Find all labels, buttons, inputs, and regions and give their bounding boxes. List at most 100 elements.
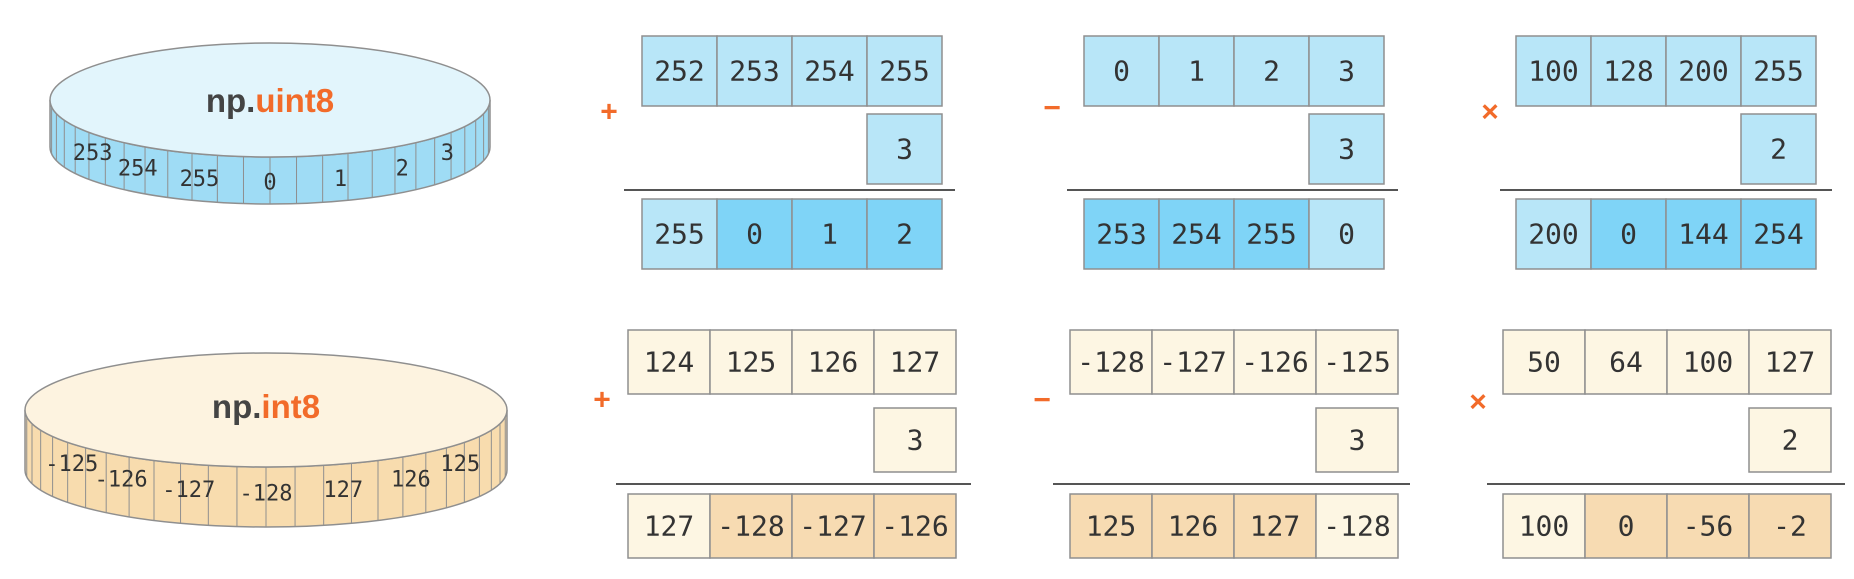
disk-label: -128 [240, 482, 293, 507]
result-cell [1515, 198, 1592, 270]
result-value: 255 [1246, 218, 1297, 251]
input-cell [1666, 329, 1750, 395]
input-value: 0 [1113, 55, 1130, 88]
disk-label: 125 [440, 452, 480, 477]
operand-cell [1308, 113, 1385, 185]
input-value: 200 [1678, 55, 1729, 88]
input-cell [1315, 329, 1399, 395]
result-cell-overflow [1665, 198, 1742, 270]
input-cell [1308, 35, 1385, 107]
input-cell [1748, 329, 1832, 395]
result-cell [1308, 198, 1385, 270]
result-cell-overflow [1590, 198, 1667, 270]
result-cell-overflow [1740, 198, 1817, 270]
input-value: -128 [1077, 346, 1144, 379]
input-value: 252 [654, 55, 705, 88]
input-value: 253 [729, 55, 780, 88]
result-value: -126 [881, 510, 948, 543]
operator-sign: + [593, 384, 611, 417]
result-cell-overflow [791, 198, 868, 270]
result-cell [627, 493, 711, 559]
input-value: 254 [804, 55, 855, 88]
result-cell-overflow [1233, 198, 1310, 270]
input-cell [791, 35, 868, 107]
input-value: 64 [1609, 346, 1643, 379]
result-value: 126 [1168, 510, 1219, 543]
operand-cell [1315, 407, 1399, 473]
operand-cell [1748, 407, 1832, 473]
input-cell [1590, 35, 1667, 107]
result-cell-overflow [1233, 493, 1317, 559]
result-value: 254 [1171, 218, 1222, 251]
operand-value: 3 [1338, 133, 1355, 166]
input-value: 1 [1188, 55, 1205, 88]
input-cell [1740, 35, 1817, 107]
input-value: -126 [1241, 346, 1308, 379]
input-value: 128 [1603, 55, 1654, 88]
result-value: 1 [821, 218, 838, 251]
operand-cell [1740, 113, 1817, 185]
disk-title: np.uint8 [206, 82, 334, 119]
input-value: 126 [808, 346, 859, 379]
input-value: 127 [1765, 346, 1816, 379]
disk-title-dtype: uint8 [255, 82, 334, 119]
disk-label: 3 [441, 141, 454, 166]
result-value: -2 [1773, 510, 1807, 543]
operator-sign: × [1481, 96, 1499, 129]
result-value: 0 [746, 218, 763, 251]
disk-label: 254 [118, 156, 158, 181]
input-cell [1665, 35, 1742, 107]
result-cell-overflow [866, 198, 943, 270]
result-cell-overflow [791, 493, 875, 559]
input-cell [866, 35, 943, 107]
disk-label: 1 [334, 167, 347, 192]
disk-label: 0 [263, 170, 276, 195]
result-cell-overflow [1748, 493, 1832, 559]
result-cell-overflow [1584, 493, 1668, 559]
input-value: -125 [1323, 346, 1390, 379]
result-value: 127 [1250, 510, 1301, 543]
result-value: 2 [896, 218, 913, 251]
disk-label: 126 [391, 468, 431, 493]
disk-top [49, 42, 491, 158]
input-value: -127 [1159, 346, 1226, 379]
input-cell [873, 329, 957, 395]
disk-label: 255 [180, 167, 220, 192]
input-value: 127 [890, 346, 941, 379]
result-value: 125 [1086, 510, 1137, 543]
operand-value: 2 [1770, 133, 1787, 166]
input-value: 3 [1338, 55, 1355, 88]
result-value: -127 [799, 510, 866, 543]
disk-title-dtype: int8 [261, 388, 320, 425]
disk-label: 253 [73, 141, 113, 166]
result-cell-overflow [709, 493, 793, 559]
result-cell [1315, 493, 1399, 559]
disk-top [24, 352, 508, 468]
operand-cell [866, 113, 943, 185]
result-value: 0 [1620, 218, 1637, 251]
operand-value: 2 [1782, 424, 1799, 457]
result-value: -56 [1683, 510, 1734, 543]
input-cell [627, 329, 711, 395]
input-cell [1515, 35, 1592, 107]
input-value: 2 [1263, 55, 1280, 88]
operator-sign: + [600, 96, 618, 129]
operand-value: 3 [896, 133, 913, 166]
input-cell [791, 329, 875, 395]
operator-sign: × [1469, 386, 1487, 419]
input-value: 255 [879, 55, 930, 88]
disk-label: 2 [396, 156, 409, 181]
operand-cell [873, 407, 957, 473]
result-value: 253 [1096, 218, 1147, 251]
input-cell [1233, 329, 1317, 395]
disk-label: -125 [45, 452, 98, 477]
disk-label: 127 [323, 478, 363, 503]
operator-sign: − [1033, 384, 1051, 417]
